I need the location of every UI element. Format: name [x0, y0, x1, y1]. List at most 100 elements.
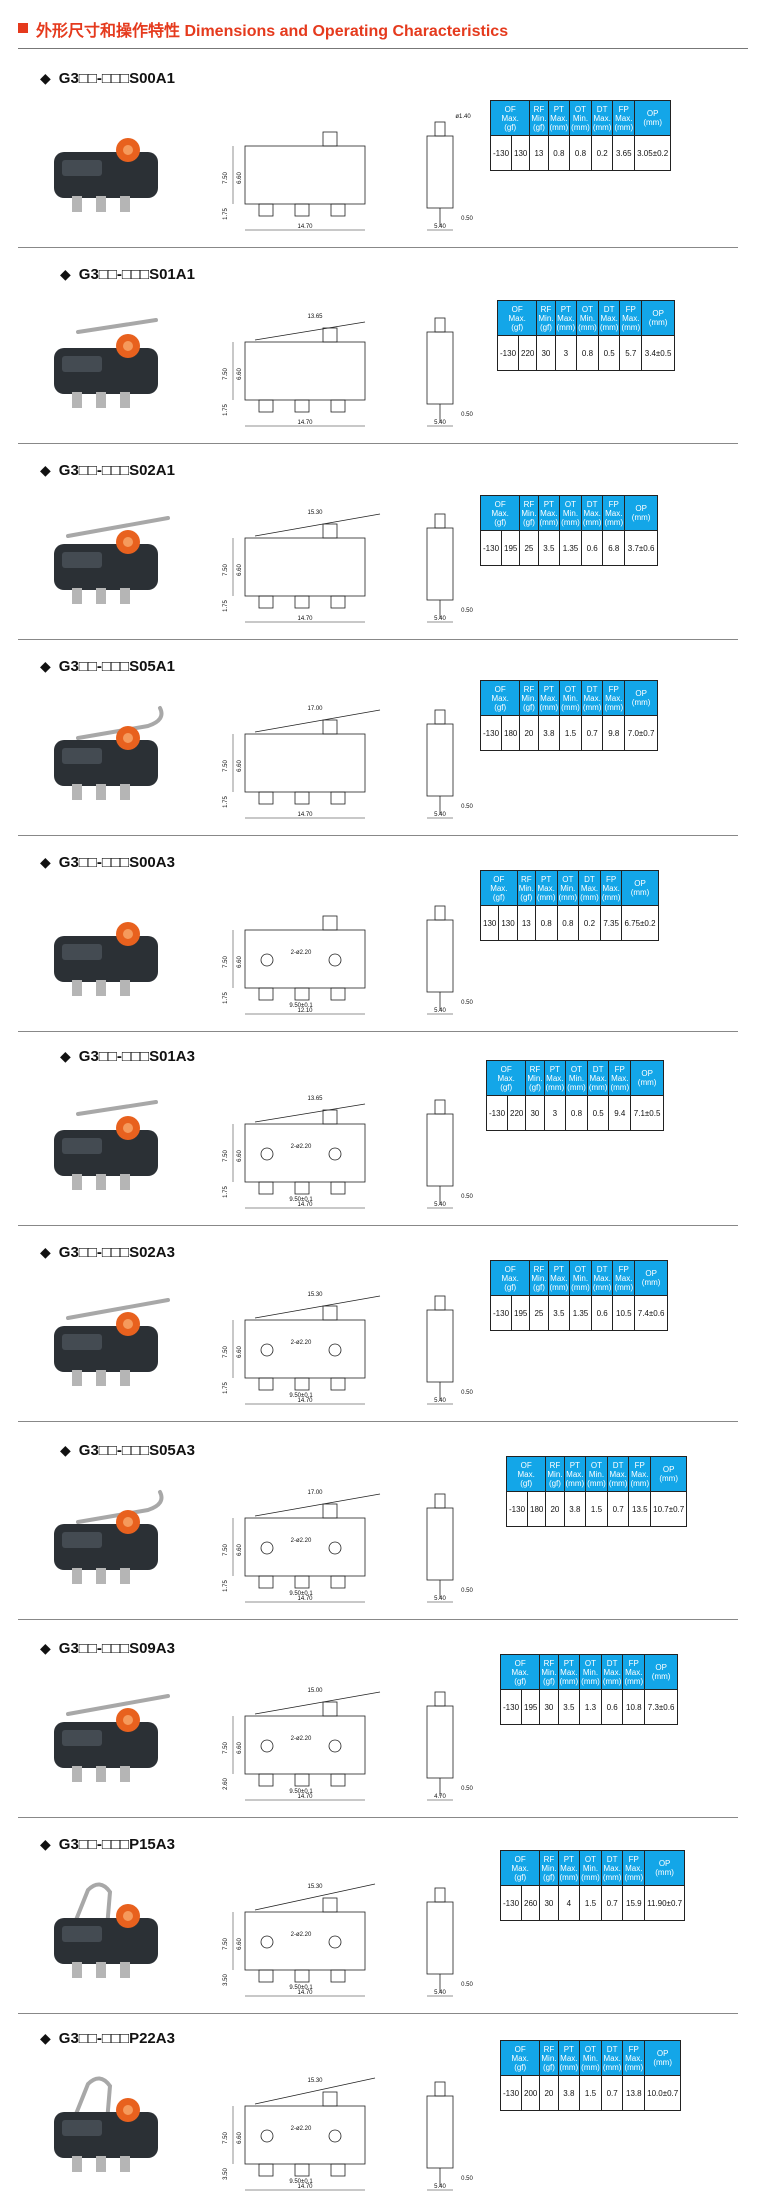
column-header-line: (mm): [587, 1478, 606, 1488]
table-cell: 0.7: [600, 2075, 624, 2111]
switch-photo: [54, 1882, 158, 1978]
column-header-line: Max.: [550, 1273, 568, 1283]
side-plunger: [434, 121, 446, 137]
switch-window: [62, 1926, 102, 1942]
side-thickness-dimension: 0.50: [461, 1982, 473, 1988]
switch-photo: [54, 2076, 158, 2172]
lever-arm: [66, 516, 170, 538]
lever-arm: [74, 2076, 113, 2136]
column-header-line: RF: [533, 1264, 545, 1274]
table-cell: 25: [519, 530, 539, 566]
column-header-line: Max.: [603, 1667, 621, 1677]
height-dimension: 7.50: [223, 564, 229, 576]
switch-window: [62, 356, 102, 372]
switch-outline: [244, 2105, 366, 2165]
column-header-line: (mm): [614, 122, 634, 132]
switch-window: [62, 748, 102, 764]
actuator-highlight: [123, 1715, 133, 1725]
table-cell: 13.5: [628, 1491, 652, 1527]
column-header-line: (mm): [536, 892, 556, 902]
table-cell: 9.4: [608, 1095, 632, 1131]
terminal-pin-3: [120, 1174, 130, 1190]
column-header-line: Max.: [517, 1469, 535, 1479]
switch-outline: [244, 733, 366, 793]
column-header-line: (mm): [539, 702, 559, 712]
side-plunger: [434, 513, 446, 529]
side-thickness-dimension: 0.50: [461, 1390, 473, 1396]
diamond-bullet-icon: ◆: [40, 1640, 51, 1656]
page-title: 外形尺寸和操作特性 Dimensions and Operating Chara…: [36, 23, 509, 40]
table-cell: 3.5: [547, 1295, 571, 1331]
model-title: ◆G3□□-□□□S09A3: [40, 1640, 175, 1657]
table-cell: 13: [516, 905, 536, 941]
column-header-line: (mm): [630, 888, 650, 897]
table-cell: 0.8: [547, 135, 571, 171]
diamond-bullet-icon: ◆: [40, 70, 51, 86]
column-header-line: (gf): [532, 122, 545, 132]
mount-hole-1: [260, 953, 274, 967]
table-cell: 30: [539, 1689, 559, 1725]
side-outline: [426, 1113, 454, 1187]
column-header-line: DT: [606, 1854, 618, 1864]
table-cell: 195: [511, 1295, 531, 1331]
column-header-line: (gf): [542, 2062, 555, 2072]
pin-outline-3: [330, 1377, 346, 1391]
model-title: ◆G3□□-□□□P22A3: [40, 2030, 175, 2047]
terminal-pin-1: [72, 980, 82, 996]
side-outline: [426, 1309, 454, 1383]
table-cell: 1.35: [559, 530, 582, 566]
table-cell: 3.8: [563, 1491, 587, 1527]
pin-dimension: 1.75: [223, 208, 229, 220]
plunger-outline: [322, 1503, 338, 1519]
side-plunger: [434, 1295, 446, 1311]
table-cell: 180: [527, 1491, 547, 1527]
pin-outline-1: [258, 2163, 274, 2177]
table-cell: 15.9: [622, 1885, 646, 1921]
switch-photo: [54, 516, 170, 604]
column-header-line: (mm): [578, 322, 597, 332]
switch-outline: [244, 1319, 366, 1379]
table-cell: 180: [501, 715, 521, 751]
column-header-line: DT: [584, 874, 595, 884]
column-header-line: (mm): [643, 118, 662, 127]
pitch-dimension: 9.50±0.1: [289, 1393, 313, 1399]
actuator-highlight: [123, 341, 133, 351]
model-name: G3□□-□□□S05A3: [78, 1442, 195, 1459]
terminal-pin-2: [96, 196, 106, 212]
actuator-highlight: [123, 1123, 133, 1133]
column-header-line: Max.: [511, 1667, 529, 1677]
pin-dimension: 2.60: [223, 1778, 229, 1790]
side-width-dimension: 5.40: [434, 1596, 446, 1602]
column-header: OP(mm): [630, 1060, 665, 1096]
terminal-pin-2: [96, 1568, 106, 1584]
column-header-line: (mm): [614, 1282, 634, 1292]
column-header-line: RF: [523, 499, 535, 509]
height-dimension: 7.50: [223, 1938, 229, 1950]
pitch-dimension: 9.50±0.1: [289, 1789, 313, 1795]
switch-window: [62, 1730, 102, 1746]
column-header-line: (gf): [514, 1676, 527, 1686]
column-header-line: Max.: [540, 693, 558, 703]
table-cell: 13: [529, 135, 549, 171]
side-plunger: [434, 1691, 446, 1707]
model-title: ◆G3□□-□□□S00A1: [40, 70, 175, 87]
switch-photo: [54, 1100, 158, 1190]
